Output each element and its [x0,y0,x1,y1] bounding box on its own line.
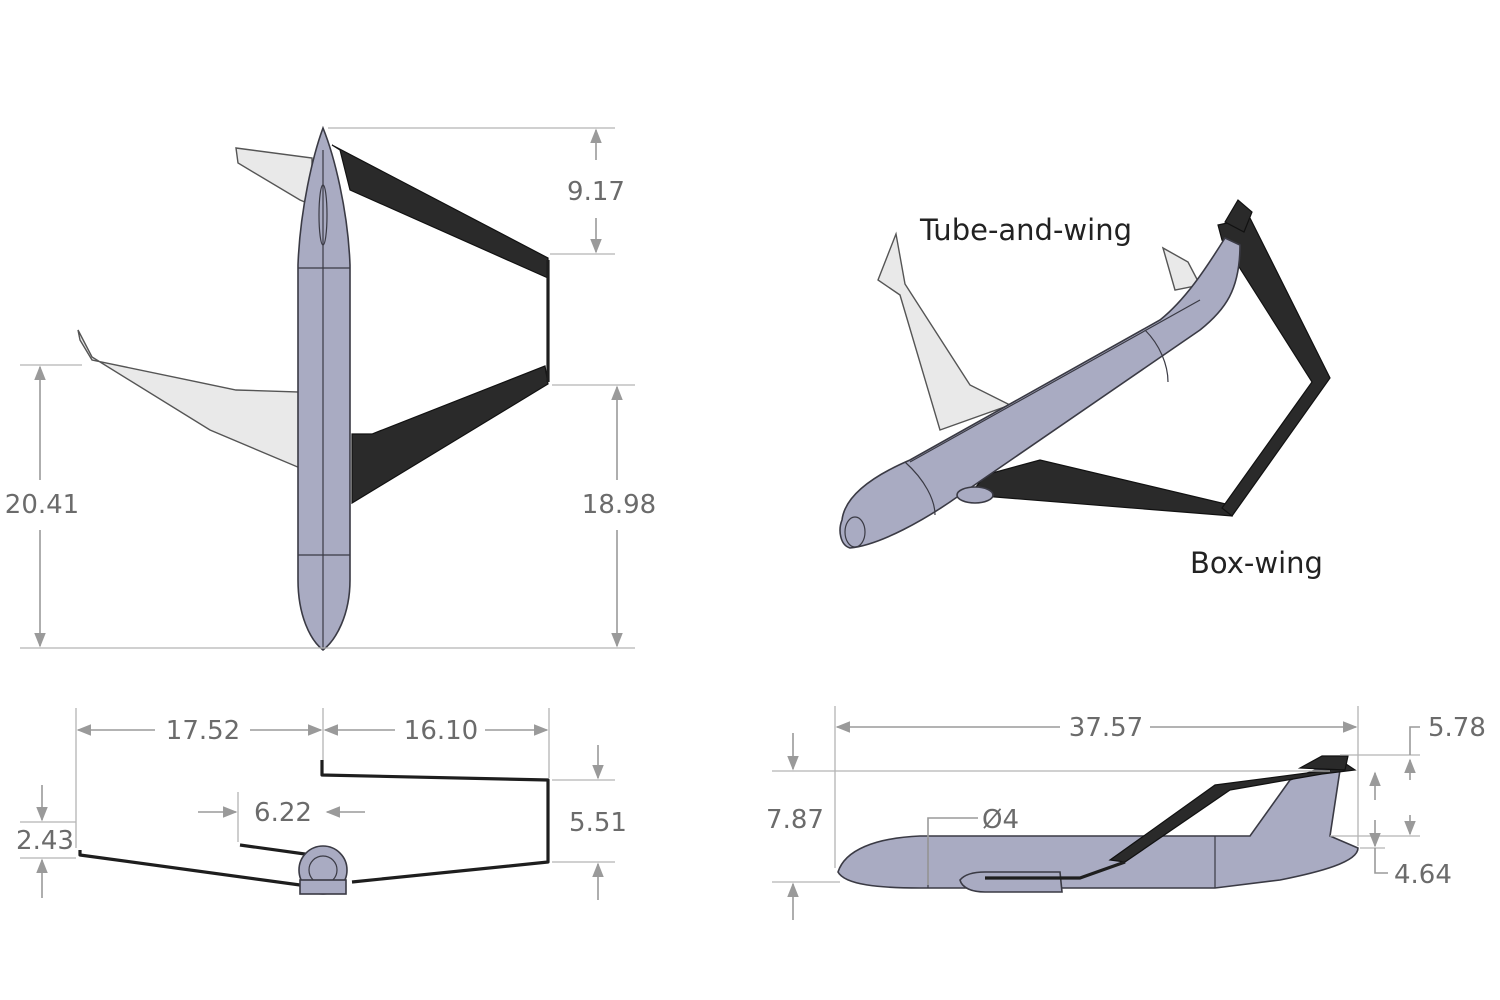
side-nacelle [959,871,1063,893]
dim-37-57: 37.57 [1069,713,1143,743]
dim-9-17: 9.17 [567,177,625,207]
front-view: 17.52 16.10 6.22 5.51 2.43 [16,708,627,900]
top-fuselage [297,125,351,652]
dim-diameter-4: Ø4 [982,805,1019,835]
iso-fuselage [839,236,1241,549]
top-box-wing-lower [351,365,549,505]
side-view: 37.57 7.87 Ø4 5.78 4.64 [766,706,1486,920]
label-tube-and-wing: Tube-and-wing [919,213,1132,247]
top-view: 9.17 20.41 18.98 [5,125,656,652]
iso-conventional-wing [877,231,1012,431]
dim-4-64: 4.64 [1394,860,1452,890]
side-box-wing [1108,759,1357,863]
iso-box-wing-lower [968,459,1233,517]
top-conventional-wing [77,329,301,470]
dim-5-78: 5.78 [1428,713,1486,743]
dim-2-43: 2.43 [16,826,74,856]
dim-17-52: 17.52 [166,716,240,746]
iso-box-wing-tip [1224,199,1253,233]
dim-18-98: 18.98 [582,490,656,520]
dim-20-41: 20.41 [5,490,79,520]
dim-7-87: 7.87 [766,805,824,835]
dim-5-51: 5.51 [569,808,627,838]
label-box-wing: Box-wing [1190,546,1323,580]
dim-16-10: 16.10 [404,716,478,746]
side-fuselage [837,769,1359,889]
top-box-wing-upper [331,144,549,279]
iso-view: Tube-and-wing Box-wing [839,199,1331,580]
top-conventional-tail [235,147,313,207]
dim-6-22: 6.22 [254,798,312,828]
side-tail-tip [1297,755,1349,771]
